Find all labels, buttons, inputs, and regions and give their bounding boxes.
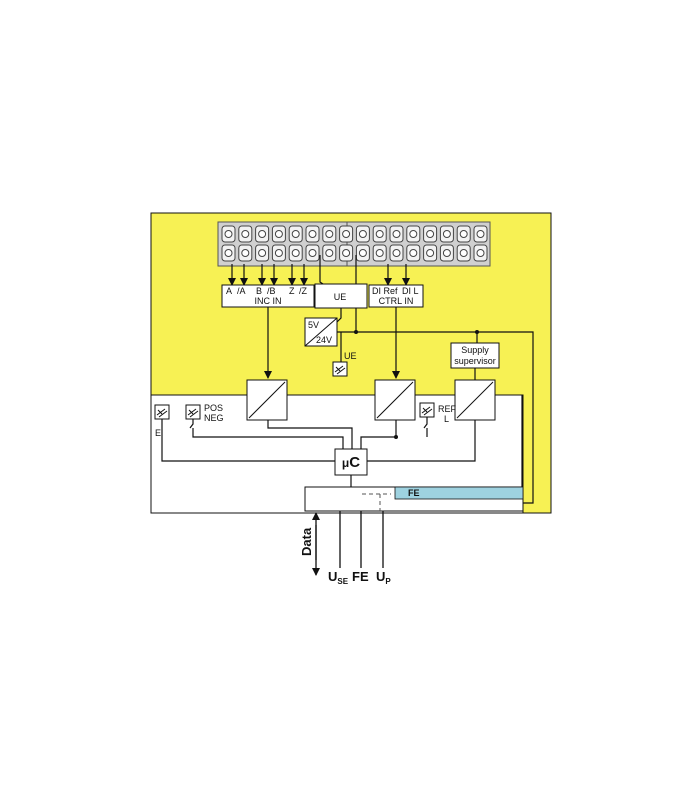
ue-indicator-icon	[332, 361, 348, 377]
terminal-screw	[459, 230, 468, 238]
e-indicator-icon	[154, 404, 170, 420]
terminal-screw	[476, 230, 485, 238]
terminal-screw	[291, 230, 300, 238]
signal-label: A	[226, 286, 232, 296]
terminal-screw	[392, 249, 401, 257]
signal-label: /A	[237, 286, 246, 296]
terminal-screw	[274, 230, 283, 238]
terminal-screw	[241, 230, 250, 238]
terminal-screw	[224, 249, 233, 257]
terminal-screw	[375, 249, 384, 257]
terminal-screw	[409, 249, 418, 257]
dc-converter-in-label: 5V	[308, 320, 319, 330]
terminal-screw	[426, 249, 435, 257]
terminal-screw	[459, 249, 468, 257]
isolator-supply	[454, 379, 496, 421]
terminal-screw	[375, 230, 384, 238]
microcontroller-box	[334, 448, 368, 476]
microcontroller-label: μC	[342, 454, 360, 471]
fe-label: FE	[352, 569, 369, 584]
signal-arrows	[264, 307, 400, 379]
junction-dot	[354, 330, 358, 334]
e-indicator-label: E	[155, 428, 161, 438]
ctrl-in-label: CTRL IN	[379, 296, 414, 306]
terminal-screw	[241, 249, 250, 257]
junction-dot	[475, 330, 479, 334]
terminal-screw	[224, 230, 233, 238]
fe-bar-label: FE	[408, 488, 420, 498]
isolator-ctrl	[374, 379, 416, 421]
ref-l-indicator-icon	[419, 402, 435, 418]
terminal-screw	[325, 230, 334, 238]
signal-label: Z	[289, 286, 295, 296]
data-label: Data	[299, 527, 314, 556]
terminal-screw	[442, 230, 451, 238]
ref-l-label-line1: REF	[438, 404, 457, 414]
dc-converter-out-label: 24V	[316, 335, 332, 345]
bus-signal-lines	[312, 511, 384, 576]
isolator-inc	[246, 379, 288, 421]
terminal-strip	[217, 221, 491, 267]
terminal-screw	[392, 230, 401, 238]
terminal-screw	[342, 249, 351, 257]
terminal-screw	[258, 230, 267, 238]
pos-neg-label-line2: NEG	[204, 413, 224, 423]
terminal-screw	[409, 230, 418, 238]
use-label: USE	[328, 569, 349, 586]
signal-label: /Z	[299, 286, 308, 296]
terminal-screw	[291, 249, 300, 257]
terminal-screw	[308, 249, 317, 257]
terminal-screw	[342, 230, 351, 238]
terminal-screw	[274, 249, 283, 257]
supply-supervisor-line1: Supply	[461, 345, 489, 355]
terminal-screw	[325, 249, 334, 257]
inc-in-label: INC IN	[255, 296, 282, 306]
fe-bar	[394, 486, 524, 500]
fe-dashed-line	[362, 493, 391, 511]
terminal-screw	[358, 249, 367, 257]
signal-label: DI Ref	[372, 286, 398, 296]
terminal-screw	[442, 249, 451, 257]
inc-in-signal-labels: A/A B/B Z/Z	[226, 286, 308, 296]
controller-wiring	[161, 417, 476, 487]
pos-neg-indicator-icon	[185, 404, 201, 420]
signal-label: DI L	[402, 286, 419, 296]
up-label: UP	[376, 569, 391, 586]
junction-dot	[394, 435, 398, 439]
ue-box-label: UE	[334, 292, 347, 302]
ref-l-label-line2: L	[444, 414, 449, 424]
ue-indicator-label: UE	[344, 351, 357, 361]
ue-box	[314, 283, 368, 309]
terminal-screw	[308, 230, 317, 238]
terminal-screw	[358, 230, 367, 238]
dc-converter: 5V 24V	[304, 317, 338, 347]
signal-label: B	[256, 286, 262, 296]
terminal-screw	[426, 230, 435, 238]
signal-label: /B	[267, 286, 276, 296]
supply-supervisor-line2: supervisor	[454, 356, 496, 366]
terminal-screw	[476, 249, 485, 257]
pos-neg-label-line1: POS	[204, 403, 223, 413]
terminal-screw	[258, 249, 267, 257]
ctrl-in-signal-labels: DI Ref DI L	[372, 286, 419, 296]
